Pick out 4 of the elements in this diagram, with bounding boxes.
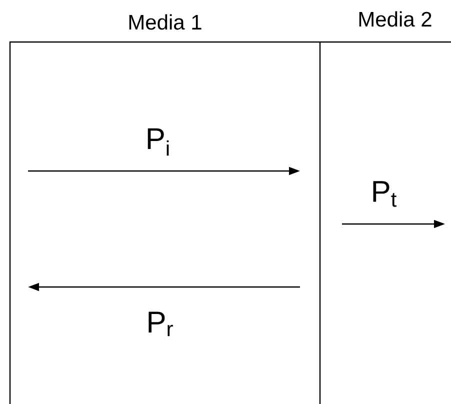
power-label: P$_{i}$ (148, 128, 169, 156)
power-label: P$_{t}$ (373, 181, 396, 207)
medium-region: Media 2 (320, 11, 451, 43)
power-label: P$_{r}$ (148, 312, 173, 336)
